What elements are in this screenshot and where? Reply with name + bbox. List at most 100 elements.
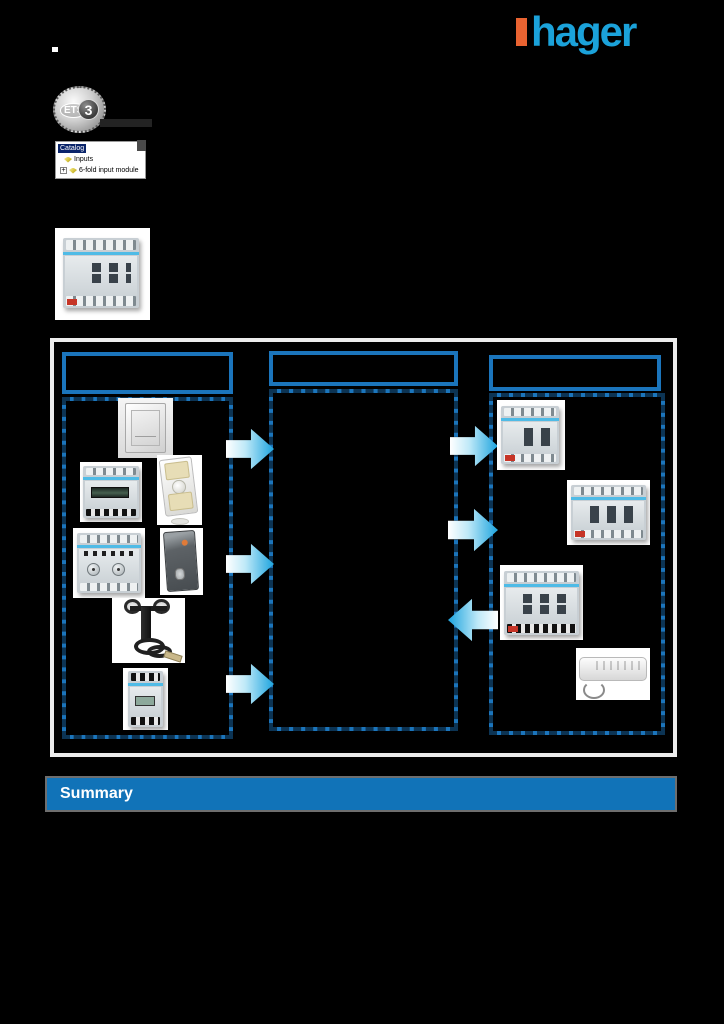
product-photo-output-module-4m: [497, 400, 565, 470]
din-face: [130, 686, 161, 718]
summary-heading-bar: Summary: [45, 776, 677, 812]
din-red-clip: [508, 626, 518, 632]
module-diamond-icon: [69, 167, 77, 174]
din-terminals-top: [66, 240, 136, 250]
din-terminals-bottom: [86, 508, 136, 516]
din-face: [506, 587, 577, 625]
expand-icon[interactable]: +: [60, 167, 67, 174]
pir-base: [170, 518, 189, 525]
pir-panel: [163, 460, 189, 481]
output-products-box: [489, 393, 665, 735]
din-blue-stripe: [504, 583, 579, 587]
hager-logo: hager: [516, 8, 637, 55]
module-diamond-icon: [64, 156, 72, 163]
din-terminals-top: [131, 673, 160, 681]
switch-rocker: [131, 410, 160, 446]
din-module-drawing: [83, 466, 139, 518]
ets3-badge: ETS 3: [53, 86, 106, 133]
product-photo-wall-switch: [118, 398, 173, 458]
switch-plate: [124, 402, 167, 454]
product-photo-motion-detector: [157, 455, 202, 525]
din-terminals-top: [80, 535, 138, 544]
catalog-tree-panel: Catalog Inputs + 6-fold input module: [55, 141, 146, 179]
din-blue-stripe: [83, 477, 139, 481]
product-photo-din-timer: [123, 668, 168, 730]
din-terminals-top: [507, 573, 576, 582]
din-face: [573, 500, 644, 531]
din-terminals-top: [574, 487, 643, 495]
tree-item-6fold-input-module[interactable]: + 6-fold input module: [58, 165, 143, 176]
ets-version-badge: 3: [78, 99, 99, 120]
din-blue-stripe: [128, 682, 163, 686]
lcd-display: [91, 487, 129, 499]
catalog-root-row[interactable]: Catalog: [58, 143, 143, 154]
din-red-clip: [575, 531, 585, 537]
catalog-root-label[interactable]: Catalog: [58, 144, 87, 153]
wind-mast: [141, 607, 152, 641]
summary-title: Summary: [60, 785, 133, 802]
arrow-right-icon: [226, 428, 274, 470]
din-face: [503, 422, 557, 454]
din-blue-stripe: [63, 251, 139, 255]
din-module-drawing: [77, 533, 141, 593]
din-blue-stripe: [501, 418, 559, 422]
input-products-header-box: [62, 352, 233, 394]
product-photo-time-switch: [80, 462, 142, 522]
ballast-cable: [583, 680, 606, 699]
sensor-dial: [175, 567, 186, 580]
din-connectors: [590, 506, 640, 516]
din-terminals-bottom: [80, 582, 138, 591]
din-blue-stripe: [77, 545, 141, 549]
pir-panel: [167, 491, 193, 512]
din-connectors: [590, 514, 640, 524]
din-terminals-top: [504, 408, 556, 417]
adjust-knob: [112, 562, 125, 576]
product-photo-ballast-device: [576, 648, 650, 700]
ballast-ribs: [595, 660, 643, 670]
window-fragment: [137, 140, 146, 151]
arrow-right-icon: [226, 543, 274, 585]
tree-item-label: 6-fold input module: [79, 167, 139, 174]
lcd-display: [134, 695, 156, 707]
din-terminals-top: [86, 468, 136, 476]
din-connectors: [523, 594, 573, 604]
hager-logo-text: hager: [531, 8, 637, 55]
tree-item-inputs[interactable]: Inputs: [58, 154, 143, 165]
din-connectors: [92, 274, 132, 284]
ballast-body: [578, 657, 648, 682]
arrow-right-icon: [226, 663, 274, 705]
product-photo-output-module-6m: [500, 565, 583, 640]
din-terminals-bottom: [507, 624, 576, 633]
din-terminals-bottom: [504, 453, 556, 462]
product-photo-6fold-input-module: [55, 228, 150, 320]
product-photo-anemometer: [112, 598, 185, 664]
product-photo-output-module-6m: [567, 480, 650, 545]
din-module-drawing: [504, 571, 579, 635]
din-blue-stripe: [571, 496, 646, 500]
product-photo-outdoor-sensor: [160, 528, 203, 595]
output-products-header-box: [489, 355, 661, 391]
din-terminals-bottom: [131, 717, 160, 725]
din-module-drawing: [501, 406, 559, 464]
din-red-clip: [505, 455, 515, 461]
din-red-clip: [67, 299, 77, 305]
cable-plug: [163, 650, 183, 664]
din-terminals-bottom: [66, 296, 136, 306]
din-connectors: [523, 604, 573, 614]
eib-logo-fragment: [100, 119, 152, 127]
product-photo-twilight-switch: [73, 528, 145, 598]
switch-seam: [134, 436, 157, 438]
adjust-knob: [87, 562, 101, 576]
sensor-body: [163, 529, 200, 593]
tree-item-label: Inputs: [74, 156, 94, 163]
sensor-led: [181, 539, 189, 546]
din-face: [79, 549, 139, 583]
module-functions-box: [269, 389, 458, 731]
pir-body: [158, 455, 199, 518]
din-connectors: [523, 427, 553, 437]
hager-logo-bar-icon: [516, 18, 527, 46]
terminal-dots: [83, 550, 135, 556]
din-module-drawing: [63, 238, 139, 308]
din-module-drawing: [571, 485, 646, 540]
architecture-diagram: [50, 338, 677, 757]
